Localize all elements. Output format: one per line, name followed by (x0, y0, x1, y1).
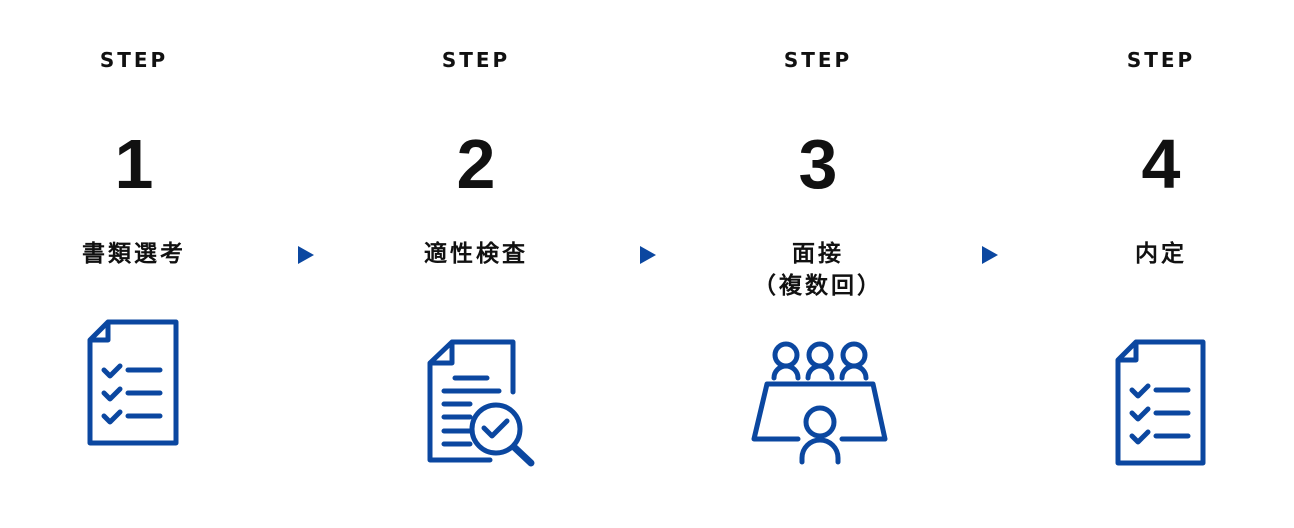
step-title: 面接 （複数回） (698, 238, 938, 302)
document-search-check-icon (427, 339, 535, 467)
checklist-document-icon (87, 319, 179, 446)
step-title: 書類選考 (82, 241, 186, 267)
step-number: 2 (456, 125, 496, 203)
arrow-right-icon (982, 246, 998, 264)
step-number: 3 (798, 125, 838, 203)
interview-meeting-icon (751, 341, 888, 465)
step-title: 内定 (1135, 241, 1187, 267)
arrow-right-icon (640, 246, 656, 264)
checklist-document-icon (1115, 339, 1206, 466)
step-subtitle: （複数回） (753, 273, 883, 299)
step-label: STEP (99, 48, 169, 72)
step-number: 4 (1141, 125, 1181, 203)
step-title: 適性検査 (424, 241, 528, 267)
step-number: 1 (114, 125, 154, 203)
step-title-main: 面接 (792, 241, 844, 267)
step-label: STEP (1126, 48, 1196, 72)
arrow-right-icon (298, 246, 314, 264)
step-label: STEP (441, 48, 511, 72)
step-label: STEP (783, 48, 853, 72)
